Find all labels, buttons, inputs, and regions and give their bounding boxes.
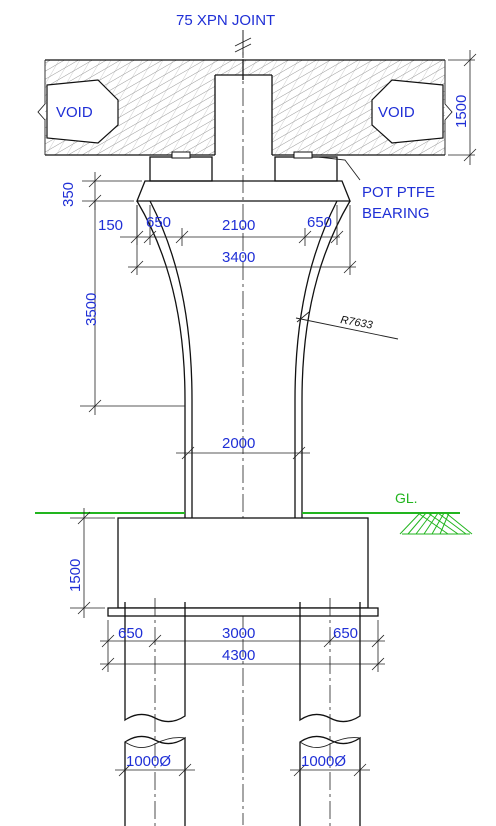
footing-depth-label: 1500 — [67, 559, 84, 592]
pile-diameter-right-dimension: 1000Ø — [290, 753, 370, 777]
pile-diameter-left-dimension: 1000Ø — [115, 753, 195, 777]
radius-annotation: R7633 — [295, 311, 399, 340]
deck-depth-label: 1500 — [453, 95, 470, 128]
bearing-label-line2: BEARING — [362, 205, 430, 222]
cap-overhang-label: 150 — [98, 217, 123, 234]
footing-width-dimension: 4300 — [100, 647, 385, 671]
flare-height-dimension: 3500 — [80, 201, 185, 415]
joint-label: 75 XPN JOINT — [176, 12, 275, 29]
bearing-left — [149, 151, 213, 182]
flare-height-label: 3500 — [83, 293, 100, 326]
bearing-leader: POT PTFE BEARING — [317, 156, 435, 222]
pile-edge-left-label: 650 — [118, 625, 143, 642]
cap-mid-label: 2100 — [222, 217, 255, 234]
footing-depth-dimension: 1500 — [67, 508, 115, 618]
deck-depth-dimension: 1500 — [448, 50, 477, 165]
footing-width-label: 4300 — [222, 647, 255, 664]
pier-cap — [136, 180, 351, 202]
pile-spacing-label: 3000 — [222, 625, 255, 642]
void-right-label: VOID — [378, 104, 415, 121]
void-right-shape: VOID — [371, 79, 444, 144]
cap-overall-dimension: 3400 — [128, 205, 357, 275]
cap-width-dimensions: 150 650 2100 650 — [98, 205, 344, 246]
column — [136, 200, 351, 518]
column-width-dimension: 2000 — [176, 435, 310, 460]
flare-right-label: 650 — [307, 214, 332, 231]
bearing-right — [274, 151, 338, 182]
pile-dia-left-label: 1000Ø — [126, 753, 171, 770]
column-width-label: 2000 — [222, 435, 255, 452]
flare-left-label: 650 — [146, 214, 171, 231]
pile-spacing-dimensions: 650 3000 650 — [100, 620, 385, 672]
cap-depth-dimension: 350 — [60, 172, 142, 210]
deck-slab — [37, 59, 453, 156]
bearing-label-line1: POT PTFE — [362, 184, 435, 201]
pile-cap-footing — [107, 517, 379, 617]
void-left-shape: VOID — [46, 79, 119, 144]
ground-line: GL. — [35, 490, 473, 535]
ground-label: GL. — [395, 490, 418, 506]
pile-dia-right-label: 1000Ø — [301, 753, 346, 770]
pile-edge-right-label: 650 — [333, 625, 358, 642]
void-left-label: VOID — [56, 104, 93, 121]
cap-width-label: 3400 — [222, 249, 255, 266]
radius-label: R7633 — [339, 314, 374, 332]
cap-depth-label: 350 — [60, 182, 77, 207]
